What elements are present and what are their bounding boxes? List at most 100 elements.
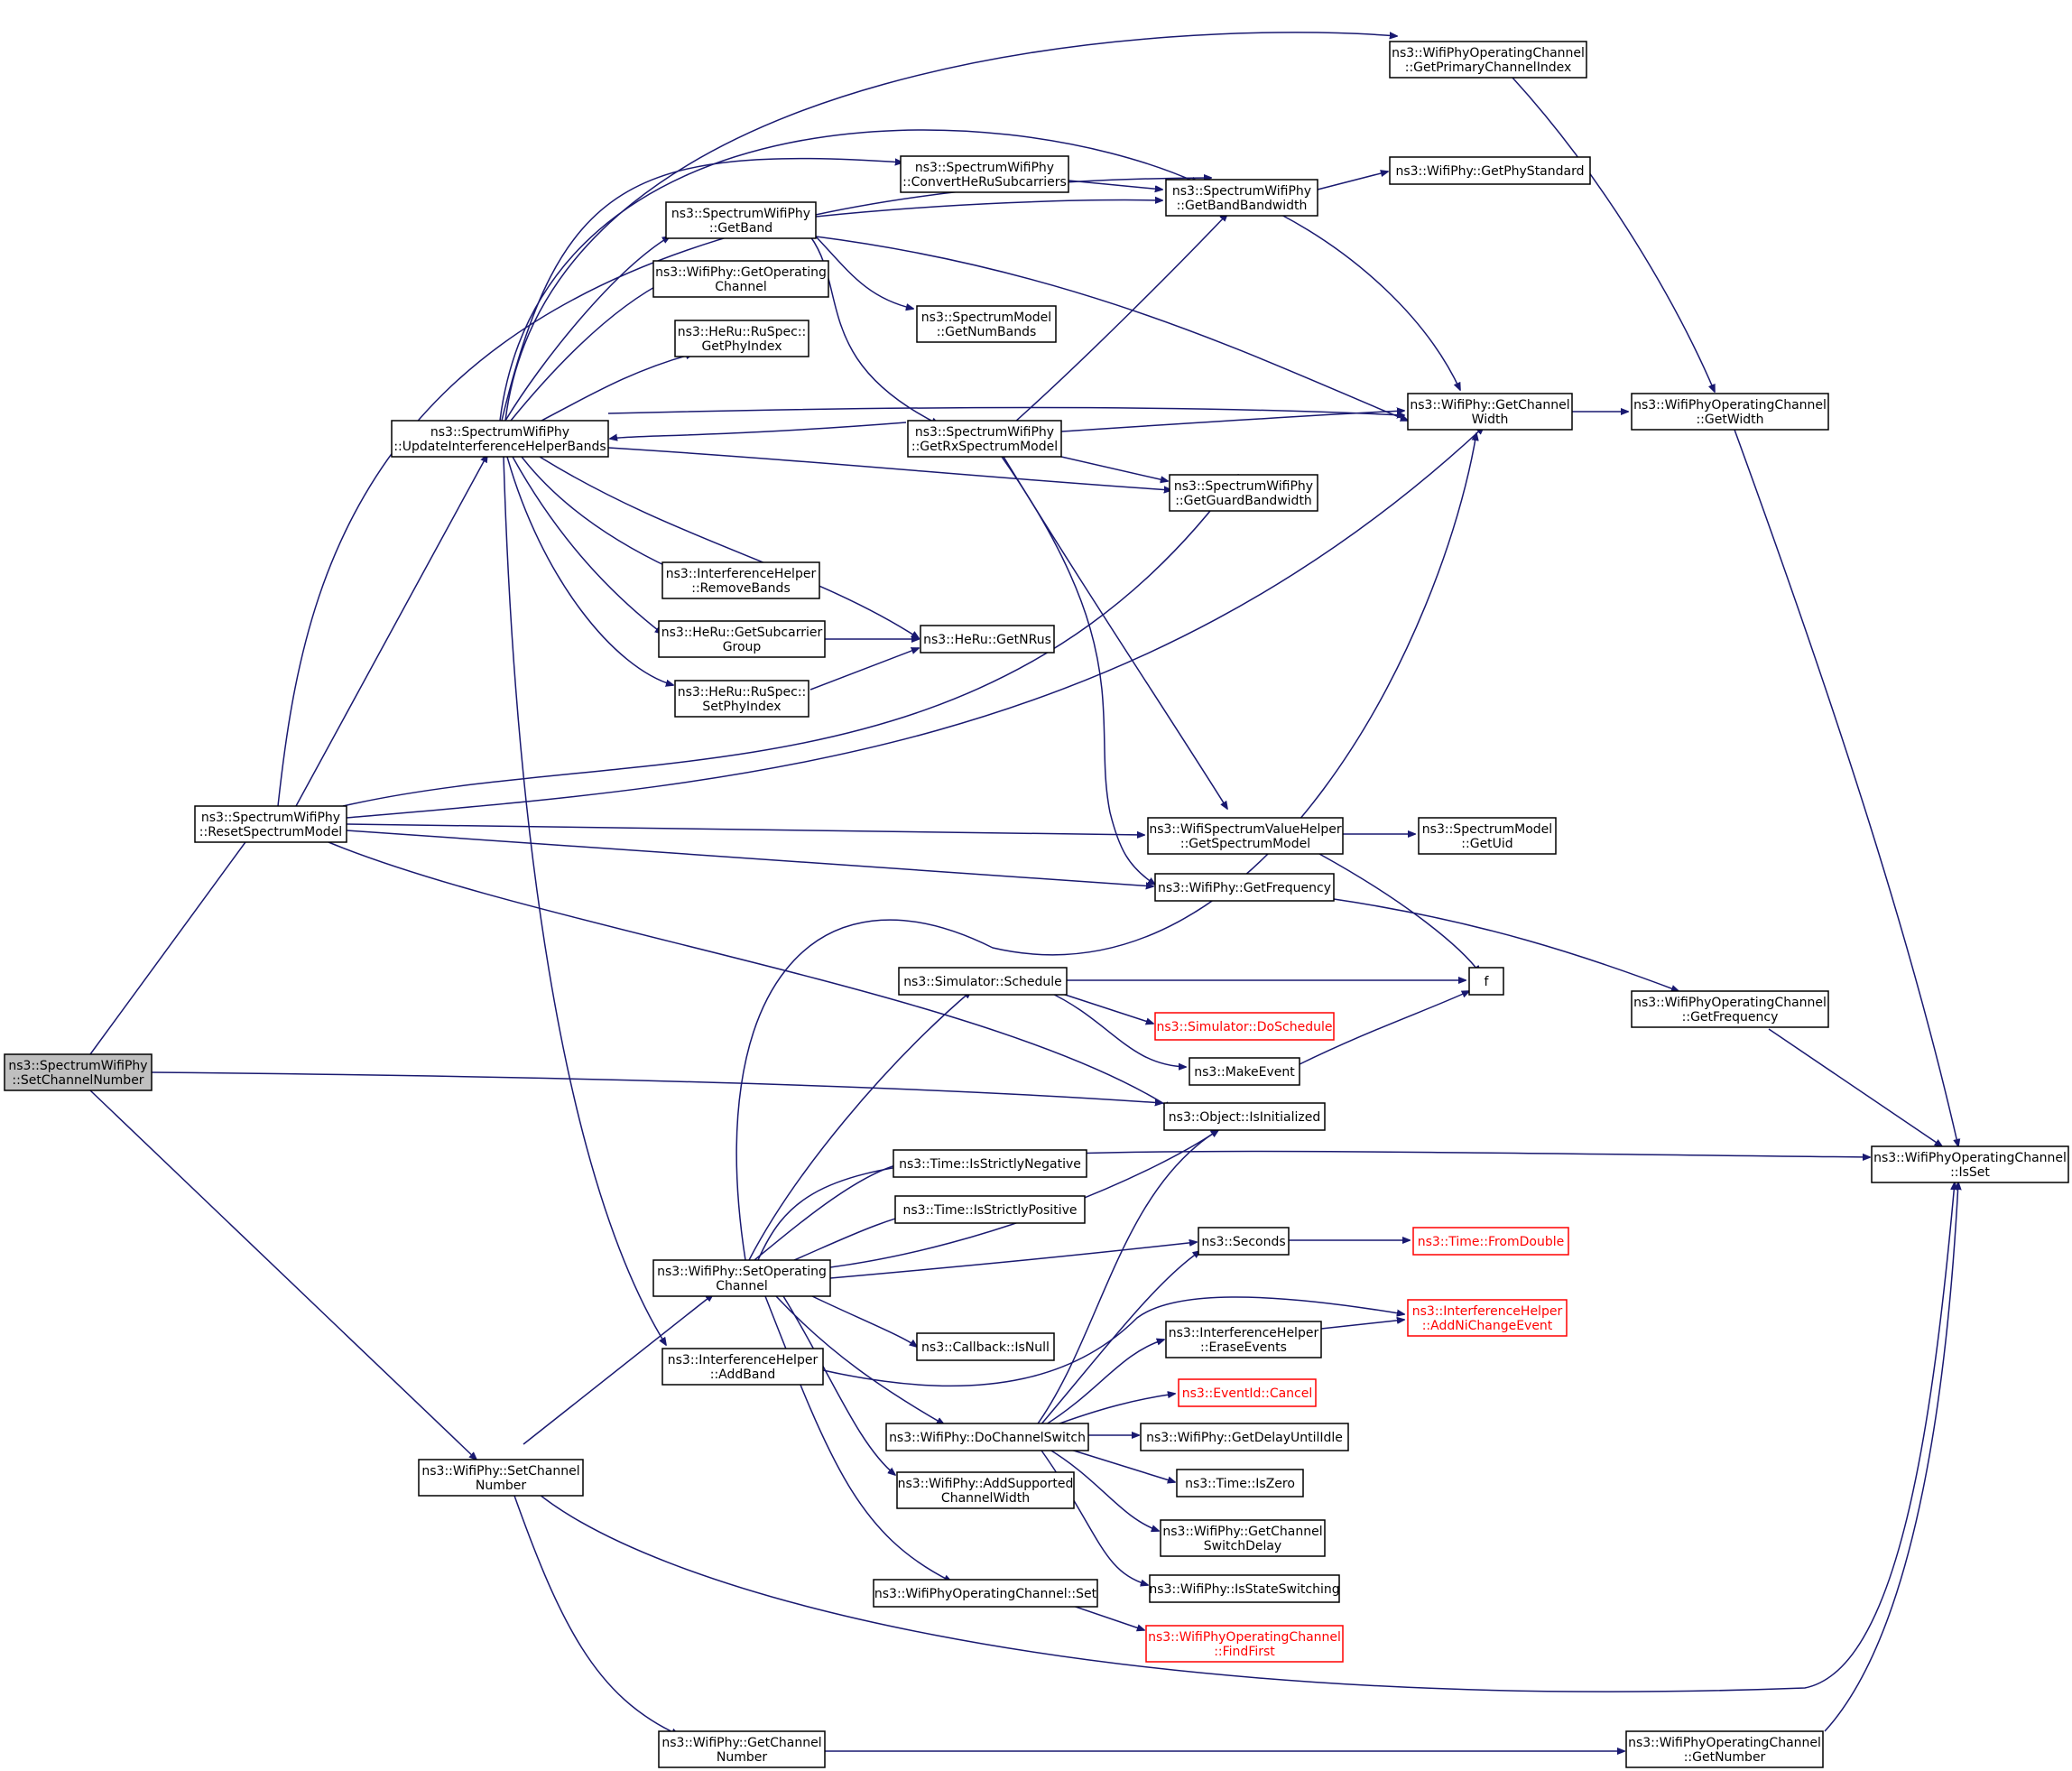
node-op-channel-get-frequency[interactable]: ns3::WifiPhyOperatingChannel::GetFrequen… (1631, 990, 1829, 1028)
edge (607, 406, 1404, 416)
edge (346, 427, 1484, 819)
node-convert-he-ru-subcarriers[interactable]: ns3::SpectrumWifiPhy::ConvertHeRuSubcarr… (900, 155, 1069, 193)
node-label: ns3::WifiPhyOperatingChannel (1633, 398, 1827, 413)
node-op-channel-is-set[interactable]: ns3::WifiPhyOperatingChannel::IsSet (1871, 1145, 2069, 1183)
node-f[interactable]: f (1468, 967, 1504, 996)
node-box (1140, 1423, 1349, 1451)
edge (277, 178, 1211, 807)
node-label: ::SetChannelNumber (12, 1073, 143, 1088)
node-box (418, 1459, 584, 1497)
node-box (1165, 1321, 1322, 1358)
node-label: Group (723, 640, 762, 654)
node-op-channel-get-width[interactable]: ns3::WifiPhyOperatingChannel::GetWidth (1631, 393, 1829, 431)
edge (1317, 172, 1388, 190)
edge (89, 832, 253, 1055)
node-label: ns3::WifiPhy::GetOperating (655, 265, 827, 280)
node-seconds[interactable]: ns3::Seconds (1198, 1227, 1290, 1256)
node-label: ns3::WifiPhyOperatingChannel (1628, 1736, 1821, 1750)
node-event-id-cancel[interactable]: ns3::EventId::Cancel (1178, 1378, 1317, 1407)
node-time-is-zero[interactable]: ns3::Time::IsZero (1176, 1469, 1304, 1497)
node-remove-bands[interactable]: ns3::InterferenceHelper::RemoveBands (661, 561, 820, 599)
node-set-channel-number-wifi[interactable]: ns3::WifiPhy::SetChannelNumber (418, 1459, 584, 1497)
edge (782, 1295, 895, 1475)
node-get-phy-standard[interactable]: ns3::WifiPhy::GetPhyStandard (1389, 156, 1591, 185)
node-simulator-schedule[interactable]: ns3::Simulator::Schedule (898, 967, 1068, 996)
node-add-band[interactable]: ns3::InterferenceHelper::AddBand (661, 1348, 824, 1386)
edge (1060, 411, 1404, 432)
node-object-is-initialized[interactable]: ns3::Object::IsInitialized (1163, 1102, 1326, 1131)
edge (1734, 429, 1958, 1146)
edge (1046, 990, 1186, 1067)
node-op-channel-get-number[interactable]: ns3::WifiPhyOperatingChannel::GetNumber (1625, 1730, 1824, 1768)
node-reset-spectrum-model[interactable]: ns3::SpectrumWifiPhy::ResetSpectrumModel (194, 805, 347, 843)
node-box (916, 305, 1057, 343)
node-get-guard-bandwidth[interactable]: ns3::SpectrumWifiPhy::GetGuardBandwidth (1169, 474, 1318, 512)
node-label: SetPhyIndex (702, 700, 781, 714)
node-label: Width (1472, 413, 1509, 427)
node-callback-is-null[interactable]: ns3::Callback::IsNull (916, 1332, 1055, 1361)
node-spectrum-model-get-num-bands[interactable]: ns3::SpectrumModel::GetNumBands (916, 305, 1057, 343)
node-is-state-switching[interactable]: ns3::WifiPhy::IsStateSwitching (1149, 1574, 1340, 1603)
node-box (1154, 1012, 1335, 1041)
node-box (1407, 393, 1573, 431)
node-add-ni-change-event[interactable]: ns3::InterferenceHelper::AddNiChangeEven… (1407, 1299, 1568, 1337)
node-update-interference-helper-bands[interactable]: ns3::SpectrumWifiPhy::UpdateInterference… (391, 420, 609, 458)
node-time-is-strictly-negative[interactable]: ns3::Time::IsStrictlyNegative (893, 1149, 1087, 1178)
node-box (916, 1332, 1055, 1361)
node-label: ns3::WifiPhyOperatingChannel::Set (874, 1587, 1097, 1601)
node-label: ns3::WifiPhyOperatingChannel (1148, 1630, 1341, 1645)
node-get-delay-until-idle[interactable]: ns3::WifiPhy::GetDelayUntilIdle (1140, 1423, 1349, 1451)
edge (1318, 853, 1480, 973)
node-label: ns3::WifiPhyOperatingChannel (1633, 996, 1827, 1010)
node-ru-spec-set-phy-index[interactable]: ns3::HeRu::RuSpec::SetPhyIndex (674, 680, 809, 718)
node-label: ::FindFirst (1214, 1645, 1275, 1659)
node-op-channel-set[interactable]: ns3::WifiPhyOperatingChannel::Set (873, 1579, 1098, 1608)
node-label: ns3::SpectrumWifiPhy (201, 811, 340, 825)
edge (1053, 990, 1153, 1024)
node-label: ns3::InterferenceHelper (668, 1353, 819, 1368)
node-label: ns3::WifiPhy::SetChannel (421, 1464, 579, 1479)
node-label: ns3::InterferenceHelper (1412, 1304, 1563, 1319)
node-box (391, 420, 609, 458)
node-get-n-rus[interactable]: ns3::HeRu::GetNRus (920, 625, 1055, 654)
node-box (1163, 1102, 1326, 1131)
edge (503, 456, 666, 1345)
node-spectrum-model-get-uid[interactable]: ns3::SpectrumModel::GetUid (1418, 817, 1557, 855)
edge (822, 1296, 1404, 1387)
node-box (893, 1149, 1087, 1178)
node-get-band-bandwidth[interactable]: ns3::SpectrumWifiPhy::GetBandBandwidth (1165, 179, 1318, 217)
node-get-primary-channel-index[interactable]: ns3::WifiPhyOperatingChannel::GetPrimary… (1389, 41, 1587, 79)
edge (1046, 1447, 1159, 1531)
node-box (1154, 873, 1335, 902)
edge (506, 456, 673, 685)
node-wifi-phy-get-frequency[interactable]: ns3::WifiPhy::GetFrequency (1154, 873, 1335, 902)
node-label: ns3::Object::IsInitialized (1169, 1110, 1320, 1125)
edge (151, 1071, 1162, 1103)
node-erase-events[interactable]: ns3::InterferenceHelper::EraseEvents (1165, 1321, 1322, 1358)
node-set-channel-number-spectrum[interactable]: ns3::SpectrumWifiPhy::SetChannelNumber (4, 1053, 153, 1091)
node-label: ns3::MakeEvent (1194, 1065, 1295, 1080)
node-box (1176, 1469, 1304, 1497)
node-label: f (1485, 975, 1490, 989)
node-make-event[interactable]: ns3::MakeEvent (1189, 1057, 1300, 1086)
node-time-is-strictly-positive[interactable]: ns3::Time::IsStrictlyPositive (894, 1195, 1086, 1224)
node-label: ns3::WifiPhy::AddSupported (898, 1477, 1074, 1491)
node-do-channel-switch[interactable]: ns3::WifiPhy::DoChannelSwitch (885, 1423, 1089, 1451)
node-get-rx-spectrum-model[interactable]: ns3::SpectrumWifiPhy::GetRxSpectrumModel (907, 420, 1062, 458)
node-label: ns3::SpectrumWifiPhy (8, 1059, 147, 1073)
node-simulator-do-schedule[interactable]: ns3::Simulator::DoSchedule (1154, 1012, 1335, 1041)
node-time-from-double[interactable]: ns3::Time::FromDouble (1412, 1227, 1569, 1256)
edge (521, 456, 671, 569)
edge (346, 830, 1153, 886)
node-op-channel-find-first[interactable]: ns3::WifiPhyOperatingChannel::FindFirst (1145, 1625, 1344, 1663)
node-ru-spec-get-phy-index[interactable]: ns3::HeRu::RuSpec::GetPhyIndex (674, 320, 809, 357)
node-wifi-spectrum-value-helper-get-spectrum-model[interactable]: ns3::WifiSpectrumValueHelper::GetSpectru… (1147, 817, 1344, 855)
node-get-band[interactable]: ns3::SpectrumWifiPhy::GetBand (665, 201, 817, 239)
